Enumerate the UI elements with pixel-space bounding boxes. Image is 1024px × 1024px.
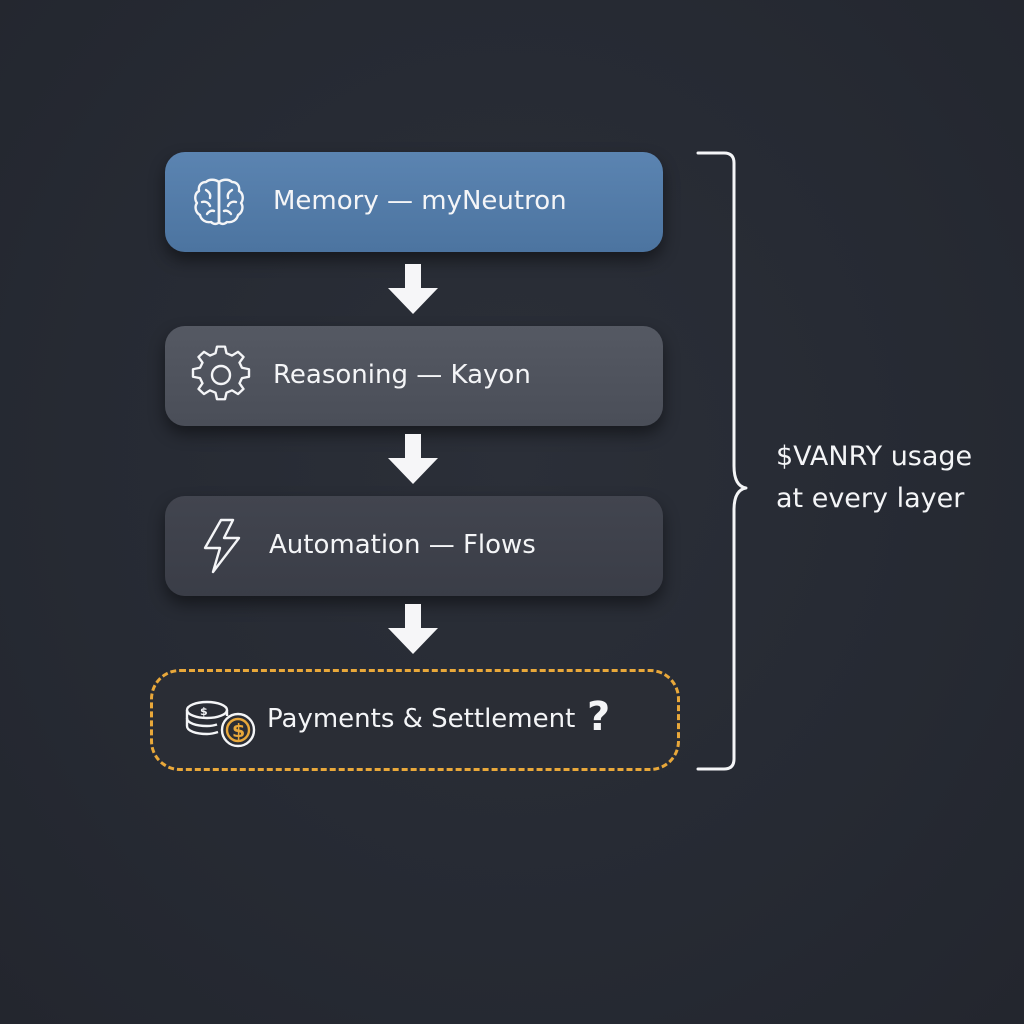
layer-label: Memory — myNeutron <box>273 186 567 216</box>
layer-memory: Memory — myNeutron <box>165 152 663 252</box>
lightning-icon <box>193 516 253 576</box>
annotation-line-1: $VANRY usage <box>776 441 973 472</box>
down-arrow-icon <box>384 434 442 486</box>
brain-icon <box>189 172 249 232</box>
curly-brace <box>694 150 754 772</box>
down-arrow-icon <box>384 264 442 316</box>
svg-text:$: $ <box>232 720 245 742</box>
question-mark: ? <box>587 694 611 740</box>
coins-dollar-icon: $ $ <box>183 690 259 750</box>
layer-payments: $ $ Payments & Settlement ? <box>150 669 680 771</box>
gear-icon <box>191 345 251 405</box>
layer-reasoning: Reasoning — Kayon <box>165 326 663 426</box>
layer-automation: Automation — Flows <box>165 496 663 596</box>
layer-label: Reasoning — Kayon <box>273 360 531 390</box>
annotation-line-2: at every layer <box>776 483 965 514</box>
layer-label: Payments & Settlement <box>267 704 576 734</box>
svg-text:$: $ <box>200 705 208 718</box>
layer-label: Automation — Flows <box>269 530 536 560</box>
annotation: $VANRY usage at every layer <box>776 436 972 520</box>
down-arrow-icon <box>384 604 442 656</box>
